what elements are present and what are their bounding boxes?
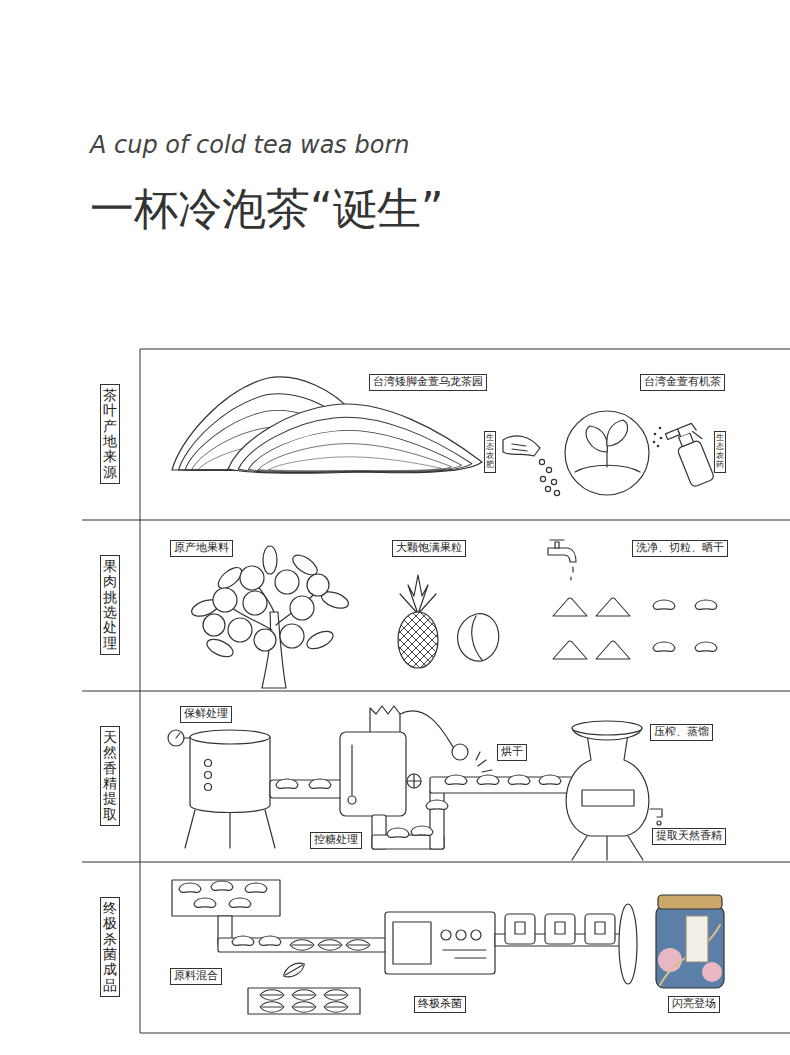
- tag-box: 终极杀菌: [414, 996, 466, 1013]
- node-text: 闪亮登场: [672, 997, 716, 1012]
- pineapple: [398, 575, 438, 668]
- tag-box: 控糖处理: [310, 832, 362, 849]
- spray-bottle: [665, 422, 717, 490]
- tag-box: 大颗饱满果粒: [392, 540, 466, 557]
- faucet: [548, 540, 576, 580]
- conveyor-end: [619, 904, 637, 984]
- spray-mist: [653, 427, 663, 448]
- node-text: 提取天然香精: [656, 829, 722, 844]
- row-heading: 果肉挑选处理: [100, 555, 120, 655]
- node-text: 大颗饱满果粒: [396, 541, 462, 556]
- node-text: 生态农肥: [486, 434, 494, 469]
- node-text: 终极杀菌: [418, 997, 462, 1012]
- tag-box: 台湾矮脚金萱乌龙茶园: [369, 374, 487, 391]
- mountain: [228, 404, 482, 473]
- fruit-tree: [189, 546, 350, 688]
- tag-box: 生态农药: [714, 431, 726, 472]
- node-text: 天然香精提取: [103, 730, 117, 822]
- tag-box: 洗净、切粒、晒干: [632, 540, 728, 557]
- tea-tin: [656, 895, 724, 988]
- distiller: [566, 721, 662, 860]
- fresh-tank: [168, 730, 275, 848]
- pipe: [270, 780, 342, 798]
- peach: [458, 614, 499, 661]
- node-text: 茶叶产地来源: [103, 388, 117, 480]
- sugar-tank: [340, 706, 468, 816]
- tag-box: 保鲜处理: [180, 706, 232, 723]
- node-text: 原产地果料: [174, 541, 229, 556]
- tag-box: 原产地果料: [170, 540, 233, 557]
- node-text: 烘干: [501, 745, 523, 760]
- subtitle: A cup of cold tea was born: [90, 131, 409, 159]
- row-heading: 终极杀菌成品: [100, 897, 120, 997]
- tray: [172, 880, 280, 916]
- node-text: 果肉挑选处理: [103, 559, 117, 651]
- node-text: 控糖处理: [314, 833, 358, 848]
- tag-box: 闪亮登场: [668, 996, 720, 1013]
- row-heading: 天然香精提取: [100, 726, 120, 826]
- pipe: [372, 777, 572, 849]
- node-text: 生态农药: [716, 434, 724, 469]
- tag-box: 压榨、蒸馏: [650, 724, 713, 741]
- tray: [248, 988, 360, 1014]
- tag-box: 生态农肥: [484, 431, 496, 472]
- tag-box: 提取天然香精: [652, 828, 726, 845]
- node-text: 终极杀菌成品: [103, 901, 117, 993]
- node-text: 保鲜处理: [184, 707, 228, 722]
- tag-box: 烘干: [497, 744, 527, 761]
- node-text: 原料混合: [174, 969, 218, 984]
- steam-lines: [476, 752, 492, 772]
- row-heading: 茶叶产地来源: [100, 384, 120, 484]
- table-grid: [82, 349, 790, 1033]
- node-text: 压榨、蒸馏: [654, 725, 709, 740]
- node-text: 洗净、切粒、晒干: [636, 541, 724, 556]
- sprout-circle: [565, 411, 649, 495]
- tag-box: 原料混合: [170, 968, 222, 985]
- node-text: 台湾金萱有机茶: [644, 375, 721, 390]
- hand-seeds: [503, 436, 560, 496]
- page-title: 一杯冷泡茶“诞生”: [90, 180, 444, 239]
- sterilizer: [385, 912, 495, 974]
- node-text: 台湾矮脚金萱乌龙茶园: [373, 375, 483, 390]
- can: [505, 914, 615, 944]
- tag-box: 台湾金萱有机茶: [640, 374, 725, 391]
